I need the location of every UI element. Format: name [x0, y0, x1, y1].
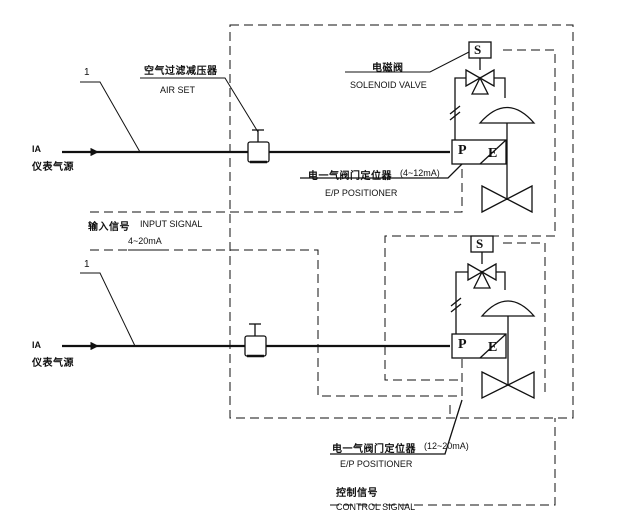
ep-positioner-bottom-range: (12~20mA) [424, 441, 469, 451]
input-signal-label-en: INPUT SIGNAL [140, 219, 203, 229]
positioner-e-bottom: E [488, 340, 498, 355]
solenoid-letter-top: S [474, 42, 482, 57]
ep-positioner-bottom-label-zh: 电一气阀门定位器 [332, 444, 416, 455]
positioner-p-top: P [458, 143, 467, 158]
ia-code-bottom: IA [32, 340, 41, 350]
air-filter-regulator-bottom [244, 323, 267, 358]
ep-positioner-top-label-en: E/P POSITIONER [325, 188, 398, 198]
ia-name-top: 仪表气源 [32, 162, 74, 173]
ia-name-bottom: 仪表气源 [32, 358, 74, 369]
control-signal-label-en: CONTROL SIGNAL [336, 502, 416, 512]
positioner-e-top: E [488, 146, 498, 161]
ia-code-top: IA [32, 144, 41, 154]
ep-positioner-bottom-label-en: E/P POSITIONER [340, 459, 413, 469]
solenoid-letter-bottom: S [476, 236, 484, 251]
flow-arrows [68, 147, 99, 351]
air-set-leader [140, 77, 259, 133]
air-filter-regulator-top [247, 129, 270, 164]
air-set-label-zh: 空气过滤减压器 [144, 66, 218, 77]
solenoid-valve-label-zh: 电磁阀 [372, 63, 404, 74]
control-valve-top [300, 41, 536, 214]
solenoid-valve-label-en: SOLENOID VALVE [350, 80, 427, 90]
line-number-leaders [80, 81, 141, 347]
ep-positioner-top-range: (4~12mA) [400, 168, 440, 178]
signal-wiring [90, 24, 574, 506]
input-signal-label-zh: 输入信号 [88, 222, 130, 233]
control-valve-bottom [330, 235, 536, 455]
line-number-bottom: 1 [84, 259, 90, 270]
input-signal-range: 4~20mA [128, 236, 162, 246]
line-number-top: 1 [84, 67, 90, 78]
ep-positioner-top-label-zh: 电一气阀门定位器 [308, 171, 392, 182]
solenoid-leader [345, 51, 470, 73]
air-set-label-en: AIR SET [160, 85, 196, 95]
positioner-p-bottom: P [458, 337, 467, 352]
control-signal-label-zh: 控制信号 [336, 488, 378, 499]
